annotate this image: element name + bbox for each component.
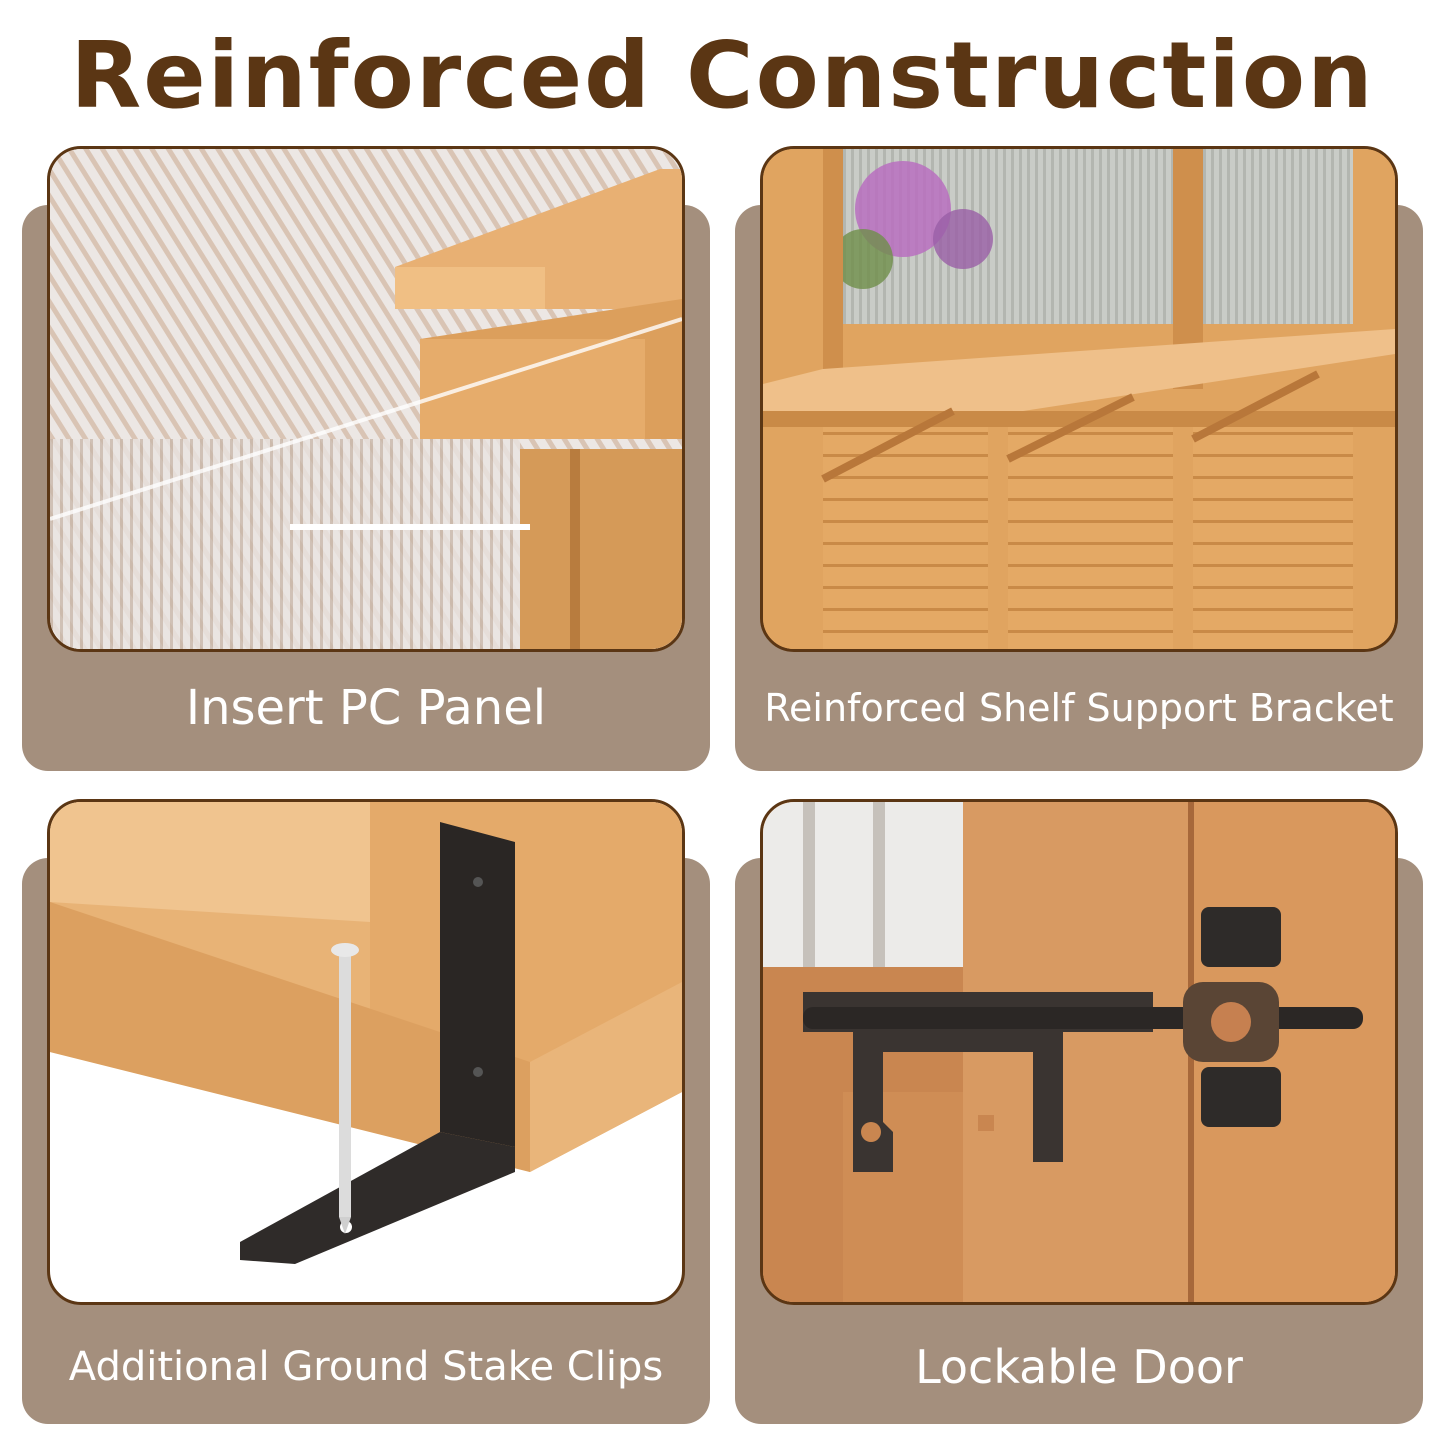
feature-caption-pc-panel: Insert PC Panel — [185, 680, 547, 736]
pc-panel-illustration — [50, 149, 682, 649]
shelf-bracket-photo — [760, 146, 1398, 652]
feature-caption-lockable-door: Lockable Door — [915, 1340, 1243, 1394]
feature-caption-stake-clips: Additional Ground Stake Clips — [68, 1344, 664, 1390]
stake-clips-illustration — [50, 802, 682, 1264]
shelf-bracket-illustration — [763, 149, 1395, 649]
feature-caption-shelf-bracket: Reinforced Shelf Support Bracket — [764, 686, 1394, 730]
stake-clips-photo — [47, 799, 685, 1305]
lockable-door-photo — [760, 799, 1398, 1305]
lockable-door-illustration — [763, 802, 1395, 1302]
page-title: Reinforced Construction — [70, 22, 1375, 129]
pc-panel-photo — [47, 146, 685, 652]
